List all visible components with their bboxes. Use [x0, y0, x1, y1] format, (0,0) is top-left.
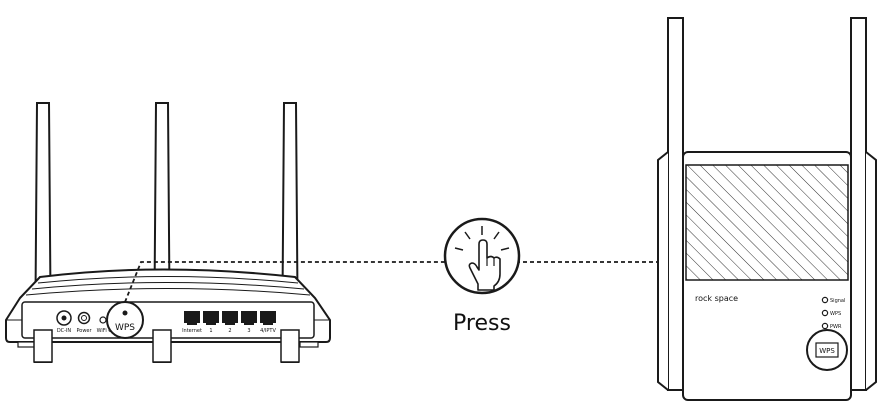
router-dc-in-port: DC-IN [56, 310, 72, 334]
router-wps-button[interactable]: WPS [106, 301, 144, 339]
press-indicator: Press [443, 217, 521, 336]
extender-led-wps: WPS [821, 309, 841, 317]
extender-hatched-panel [685, 164, 849, 281]
extender-led-label-signal: Signal [830, 298, 845, 304]
extender-antenna-right [850, 17, 867, 391]
extender-led-label-wps: WPS [830, 311, 841, 317]
extender-wps-button[interactable]: WPS [806, 329, 848, 371]
router-port-3: 3 [241, 311, 257, 334]
router-body [5, 268, 331, 363]
router-port-label-internet: Internet [182, 328, 202, 334]
extender-led-label-pwr: PWR [830, 324, 842, 330]
router-port-1: 1 [203, 311, 219, 334]
router-port-label-1: 1 [209, 328, 212, 334]
range-extender: rock space Signal WPS PWR WPS [657, 17, 877, 401]
router-port-label-wifi: WiFi On [97, 328, 116, 334]
router-port-internet: Internet [182, 311, 202, 334]
router-lan-ports: Internet 1 2 3 4/IPTV [182, 311, 276, 334]
router: DC-IN Power WiFi On WPS Internet 1 [5, 102, 331, 363]
router-port-label-power: Power [76, 328, 92, 334]
router-port-label-4-iptv: 4/IPTV [260, 328, 276, 334]
extender-led-pwr: PWR [821, 322, 842, 330]
connection-line-left [124, 261, 448, 303]
router-port-label-dc-in: DC-IN [57, 328, 72, 334]
press-label: Press [453, 311, 511, 336]
router-port-label-2: 2 [228, 328, 231, 334]
extender-wps-label: WPS [819, 347, 835, 355]
router-power-button: Power [76, 311, 92, 334]
extender-brand: rock space [695, 294, 738, 303]
router-port-label-3: 3 [247, 328, 250, 334]
router-wps-label: WPS [115, 323, 135, 333]
extender-led-signal: Signal [821, 296, 845, 304]
hand-press-icon [443, 217, 521, 295]
extender-antenna-left [667, 17, 684, 391]
router-port-2: 2 [222, 311, 238, 334]
router-port-4-iptv: 4/IPTV [260, 311, 276, 334]
